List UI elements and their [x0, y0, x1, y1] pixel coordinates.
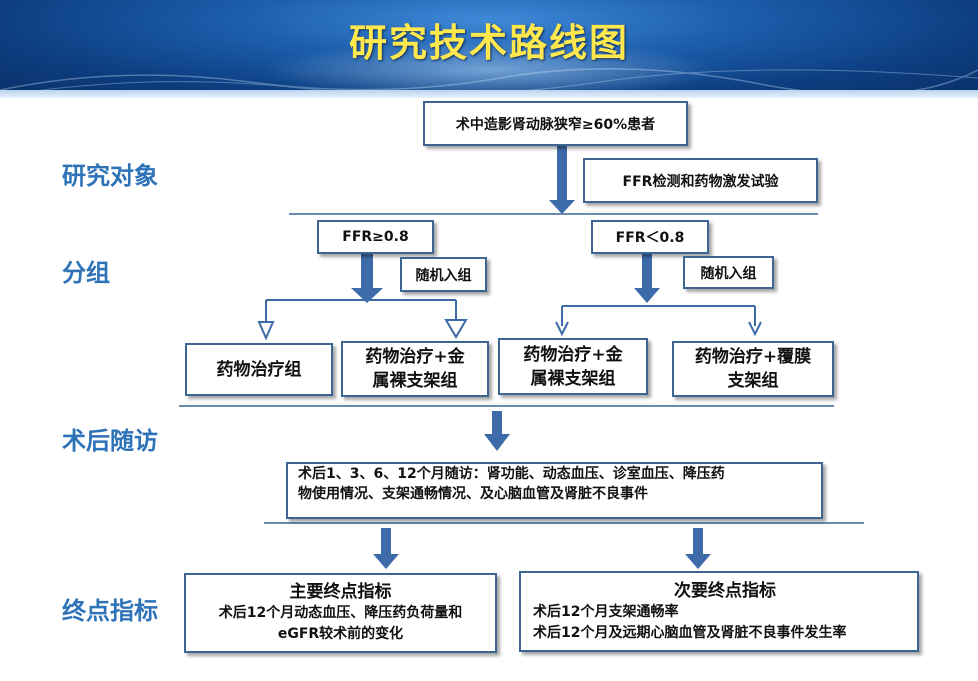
label-followup: 术后随访 [62, 426, 158, 455]
box-drug-bms-left: 药物治疗+金 属裸支架组 [341, 341, 489, 397]
label-endpoints: 终点指标 [62, 596, 158, 625]
box-primary-endpoint: 主要终点指标 术后12个月动态血压、降压药负荷量和 eGFR较术前的变化 [184, 573, 497, 653]
page-title: 研究技术路线图 [348, 20, 629, 65]
box-followup-line1: 术后1、3、6、12个月随访：肾功能、动态血压、诊室血压、降压药 [298, 466, 725, 482]
secondary-endpoint-line1: 术后12个月支架通畅率 [533, 603, 679, 620]
arrow-followup-down [484, 411, 510, 451]
banner-glow [260, 40, 720, 98]
box-secondary-endpoint: 次要终点指标 术后12个月支架通畅率 术后12个月及远期心脑血管及肾脏不良事件发… [519, 571, 919, 652]
box-drug-bms-left-line2: 属裸支架组 [372, 371, 458, 391]
primary-endpoint-line2: eGFR较术前的变化 [277, 626, 404, 642]
primary-endpoint-title: 主要终点指标 [289, 582, 392, 602]
right-branch [555, 305, 762, 337]
box-followup-line2: 物使用情况、支架通畅情况、及心脑血管及肾脏不良事件 [298, 486, 648, 502]
box-random-left: 随机入组 [400, 257, 487, 292]
box-drug-covered-line2: 支架组 [727, 371, 779, 391]
box-drug-only: 药物治疗组 [185, 343, 333, 396]
arrow-secondary-down [685, 528, 711, 569]
box-ffr-high: FFR≥0.8 [317, 220, 434, 254]
box-drug-bms-right: 药物治疗+金 属裸支架组 [498, 338, 648, 395]
box-random-right: 随机入组 [683, 256, 774, 289]
label-grouping: 分组 [62, 258, 110, 287]
box-ffr-test: FFR检测和药物激发试验 [583, 158, 818, 203]
arrow-main-down [549, 144, 575, 214]
banner-strip [0, 90, 978, 98]
secondary-endpoint-title: 次要终点指标 [674, 580, 776, 601]
box-drug-covered: 药物治疗+覆膜 支架组 [672, 341, 834, 397]
arrow-primary-down [373, 528, 399, 569]
arrow-right-group-down [634, 254, 660, 303]
left-branch [257, 299, 468, 341]
box-drug-bms-right-line2: 属裸支架组 [530, 368, 616, 389]
secondary-endpoint-line2: 术后12个月及远期心脑血管及肾脏不良事件发生率 [533, 624, 847, 641]
box-patients: 术中造影肾动脉狭窄≥60%患者 [423, 101, 688, 146]
box-ffr-low: FFR＜0.8 [591, 220, 709, 254]
label-subjects: 研究对象 [62, 161, 158, 190]
primary-endpoint-line1: 术后12个月动态血压、降压药负荷量和 [218, 605, 463, 621]
arrow-left-group-down [351, 254, 383, 303]
header-banner [0, 0, 978, 98]
box-drug-covered-line1: 药物治疗+覆膜 [694, 347, 812, 367]
box-followup: 术后1、3、6、12个月随访：肾功能、动态血压、诊室血压、降压药 物使用情况、支… [286, 462, 823, 519]
hollow-arrow-right [444, 319, 468, 339]
box-drug-bms-right-line1: 药物治疗+金 [523, 344, 623, 365]
hollow-arrow-left [257, 321, 275, 341]
box-drug-bms-left-line1: 药物治疗+金 [365, 347, 465, 367]
